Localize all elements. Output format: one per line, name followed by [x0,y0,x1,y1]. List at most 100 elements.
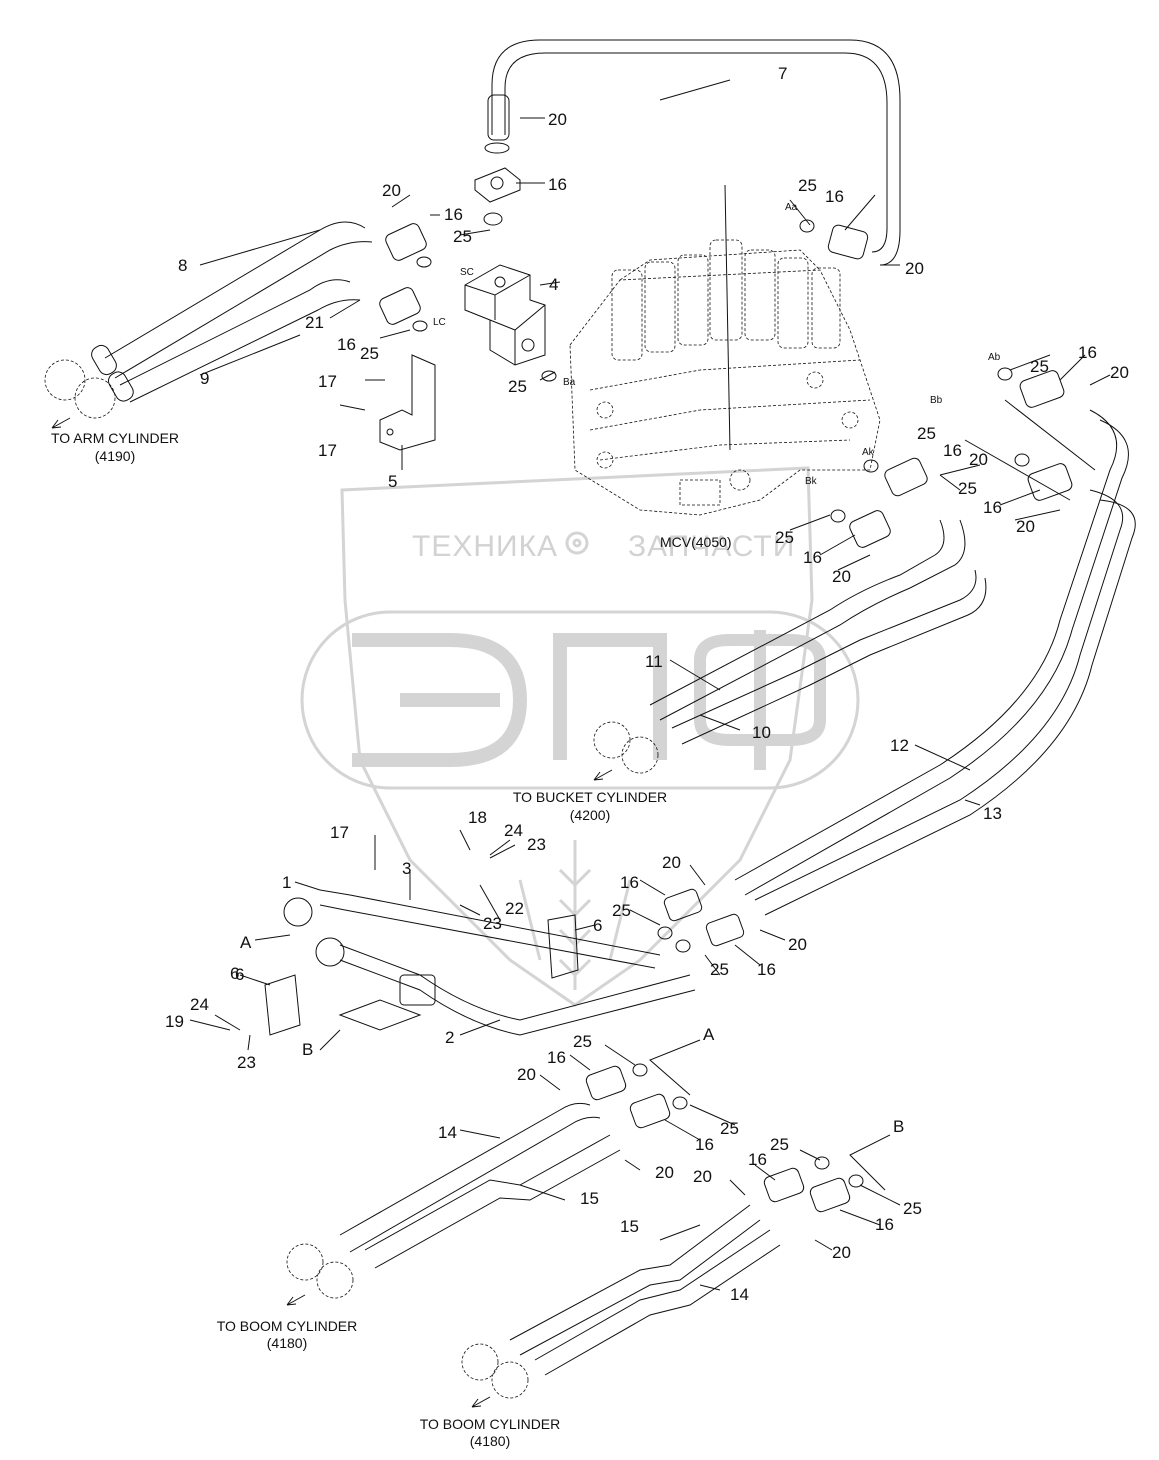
callout: 24 [190,995,209,1014]
arrow-icon [471,1396,491,1408]
callout: 23 [237,1053,256,1072]
callout: 11 [645,652,663,671]
callout: 17 [318,372,337,391]
callout: 12 [890,736,909,755]
arrow-icon [286,1294,306,1306]
callout: 25 [710,960,729,979]
clamp-6-left [264,974,301,1036]
callout-labels: 7 20 16 20 16 25 25 16 20 8 4 21 16 25 2… [165,64,1129,1304]
callout: 19 [165,1012,184,1031]
destination-label: TO BUCKET CYLINDER [513,789,667,805]
callout: B [893,1117,904,1136]
destination-code: (4200) [570,807,610,823]
destination-code: (4190) [95,448,135,464]
callout: 16 [548,175,567,194]
port-label-sc: SC [460,267,474,278]
callout: 10 [752,723,771,742]
hose-7 [484,39,901,266]
callout: 25 [798,176,817,195]
hose-14-right [534,1229,781,1376]
callout: 20 [382,181,401,200]
hose-10 [671,569,987,745]
leader-lines [189,79,1111,1291]
callout: 7 [778,64,787,83]
callout: 20 [693,1167,712,1186]
boom-cylinder-ports-left [286,1243,354,1299]
arrow-icon [51,417,71,429]
callout: 25 [508,377,527,396]
callout: 25 [775,528,794,547]
destination-code: (4180) [470,1433,510,1449]
flange-group [379,223,1073,1213]
callout: 20 [655,1163,674,1182]
callout: 16 [337,335,356,354]
callout: A [240,933,252,952]
callout: 20 [1016,517,1035,536]
destination-bucket-cylinder: TO BUCKET CYLINDER (4200) [513,769,667,823]
callout: 14 [730,1285,749,1304]
callout: 2 [445,1028,454,1047]
hose-8 [91,221,373,379]
callout: 24 [504,821,523,840]
hose-9 [107,279,361,403]
callout: 25 [720,1119,739,1138]
arm-cylinder-ports [44,359,116,419]
destination-label: TO BOOM CYLINDER [217,1318,358,1334]
callout: 25 [453,227,472,246]
watermark-logo-frame [300,610,860,790]
callout: 16 [943,441,962,460]
hose-13 [754,489,1136,916]
watermark-logo-f [694,630,826,770]
callout: 20 [517,1065,536,1084]
callout: 25 [612,901,631,920]
callout: 15 [580,1189,599,1208]
watermark-logo-e [352,633,528,767]
block-4 [464,167,546,366]
callout: 16 [748,1150,767,1169]
callout: 20 [905,259,924,278]
callout: A [703,1025,715,1044]
clamp-6-right [547,914,579,979]
callout: 25 [573,1032,592,1051]
mounting-plate-b [338,974,436,1031]
callout: 16 [620,873,639,892]
callout: 6 [235,965,244,984]
hose-14-left [339,1102,601,1253]
callout: 13 [983,804,1002,823]
pipe-1 [283,889,661,969]
pipe-2 [315,937,696,1036]
callout: 8 [178,256,187,275]
callout: 20 [662,853,681,872]
callout: 18 [468,808,487,827]
port-label-ba: Ba [563,377,576,388]
callout: 23 [527,835,546,854]
callout: 25 [917,424,936,443]
destination-boom-cylinder-right: TO BOOM CYLINDER (4180) [420,1396,560,1449]
callout: 25 [360,344,379,363]
callout: 20 [969,450,988,469]
watermark-left-text: ТЕХНИКА [412,530,558,563]
o-ring-group [412,212,1030,1188]
destination-label: TO ARM CYLINDER [51,430,179,446]
callout: 25 [903,1199,922,1218]
destination-code: (4180) [267,1335,307,1351]
watermark-right-text: ЗАПЧАСТИ [628,530,795,563]
callout: 23 [483,914,502,933]
watermark-shield-outline [340,466,814,1007]
callout: 21 [305,313,324,332]
callout: 6 [230,964,239,983]
arrow-icon [593,769,613,781]
boom-cylinder-ports-right [461,1343,529,1399]
gear-icon [565,531,589,555]
destination-arm-cylinder: TO ARM CYLINDER (4190) [51,417,179,464]
hose-15-right [509,1204,761,1356]
callout: 16 [825,187,844,206]
callout: 17 [318,441,337,460]
bucket-cylinder-ports [593,721,659,774]
callout: 25 [958,479,977,498]
callout: 16 [983,498,1002,517]
main-control-valve [569,239,881,516]
callout: 20 [832,1243,851,1262]
callout: 16 [444,205,463,224]
